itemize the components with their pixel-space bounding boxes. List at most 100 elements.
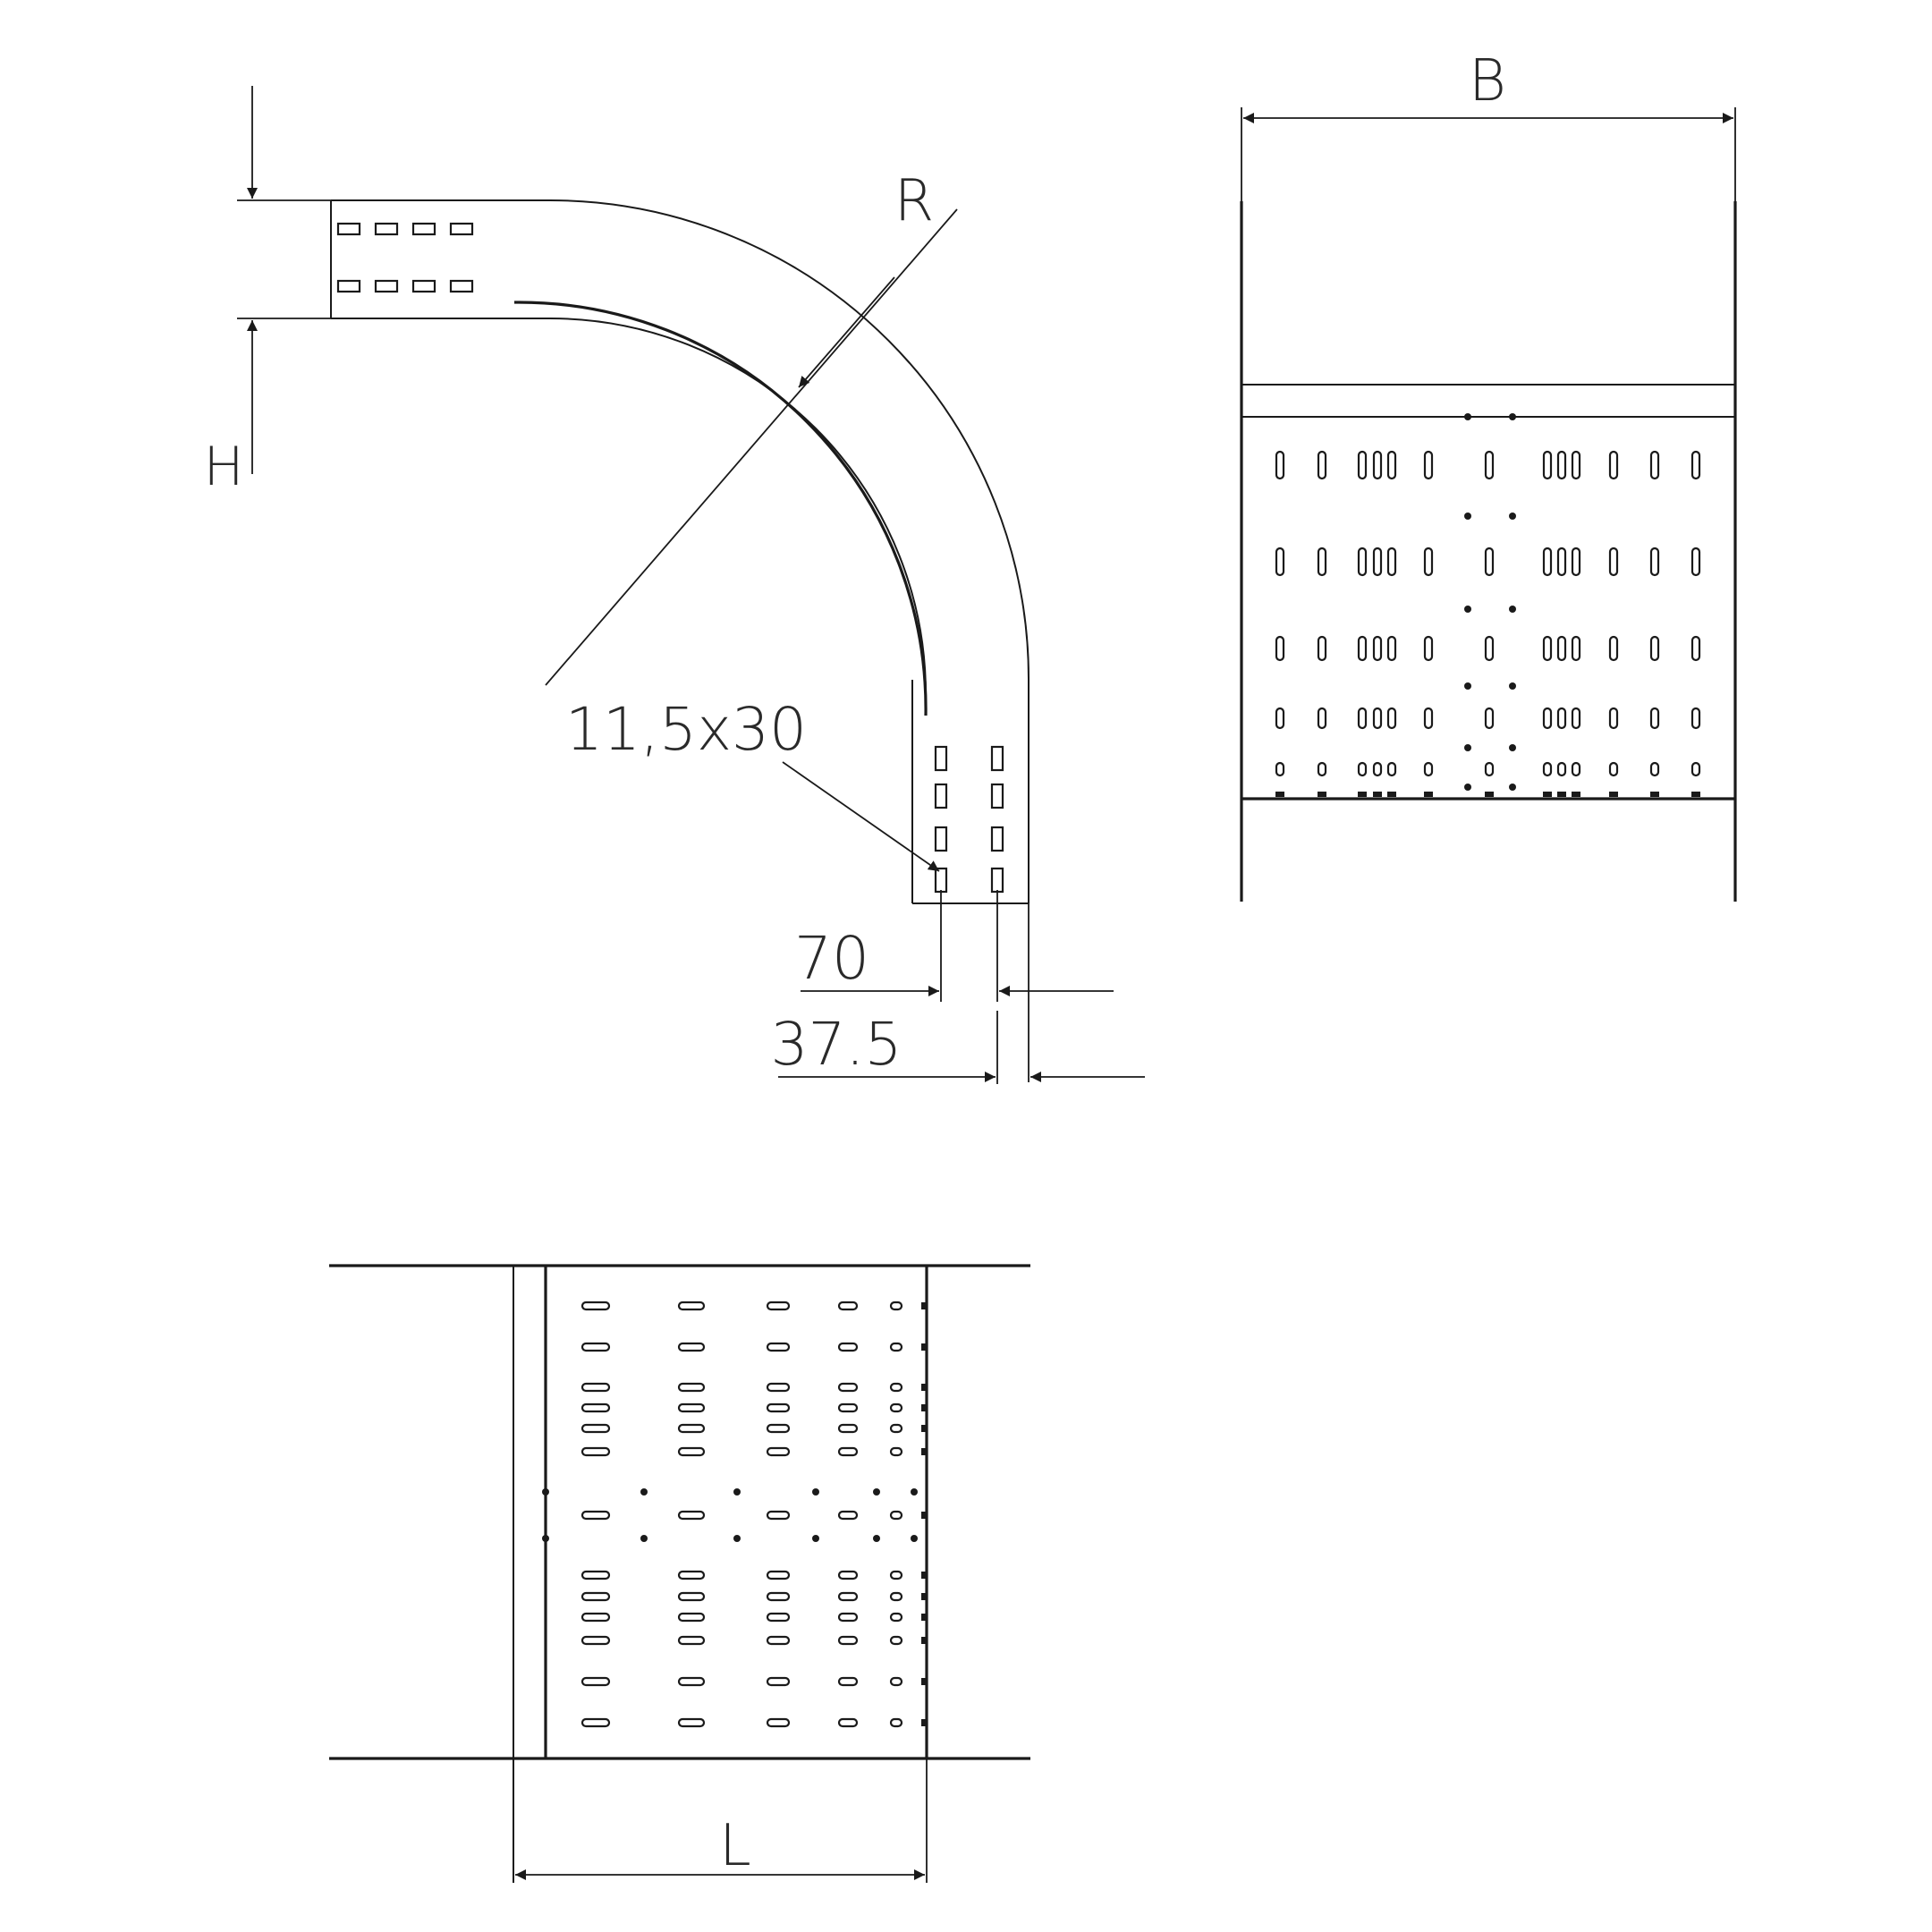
perforation-slot	[1556, 635, 1567, 662]
height-dimension	[237, 86, 331, 474]
perforation-slot	[1542, 547, 1553, 577]
perforation-slot	[1372, 450, 1383, 480]
perforation-slot	[1571, 761, 1581, 777]
perforation-slot	[766, 1676, 791, 1687]
perforation-dot	[733, 1535, 741, 1542]
perforation-slot	[766, 1510, 791, 1521]
perforation-dot	[1509, 682, 1516, 690]
width-label: B	[1469, 48, 1506, 114]
perforation-slot	[580, 1382, 611, 1393]
edge-offset-label: 37.5	[771, 1010, 902, 1079]
perforation-slot	[1608, 635, 1619, 662]
perforation-slot	[1357, 547, 1368, 577]
perforation-slot	[677, 1301, 706, 1311]
perforation-slot	[837, 1423, 859, 1434]
perforation-slot	[1317, 635, 1327, 662]
edge-notch	[1424, 792, 1433, 797]
perforation-slot	[449, 279, 474, 293]
perforation-slot	[1571, 635, 1581, 662]
perforation-dot	[812, 1488, 819, 1496]
perforation-dot	[542, 1488, 549, 1496]
perforation-slot	[889, 1301, 903, 1311]
plan-view: L	[329, 1264, 1030, 1883]
perforation-slot	[1423, 450, 1434, 480]
edge-notch	[921, 1448, 927, 1455]
perforation-slot	[1571, 450, 1581, 480]
perforation-dot	[873, 1535, 880, 1542]
perforation-slot	[889, 1402, 903, 1413]
perforation-slot	[677, 1717, 706, 1728]
perforation-slot	[990, 826, 1004, 852]
edge-notch	[1543, 792, 1552, 797]
perforation-dot	[1464, 682, 1471, 690]
edge-notch	[1557, 792, 1566, 797]
slot-size-leader	[782, 761, 940, 872]
perforation-slot	[766, 1612, 791, 1623]
perforation-slot	[1372, 547, 1383, 577]
perforation-dot	[812, 1535, 819, 1542]
perforation-slot	[677, 1510, 706, 1521]
perforation-slot	[1357, 761, 1368, 777]
perforation-slot	[580, 1591, 611, 1602]
perforation-slot	[766, 1717, 791, 1728]
perforation-slot	[1649, 707, 1660, 730]
perforation-dot	[1509, 744, 1516, 751]
perforation-slot	[837, 1382, 859, 1393]
edge-notch	[921, 1384, 927, 1391]
perforation-slot	[766, 1591, 791, 1602]
perforation-slot	[411, 222, 436, 236]
perforation-slot	[766, 1423, 791, 1434]
perforation-slot	[990, 783, 1004, 809]
edge-notch	[1358, 792, 1367, 797]
perforation-slot	[1357, 635, 1368, 662]
edge-notch	[1691, 792, 1700, 797]
perforation-slot	[766, 1382, 791, 1393]
perforation-slot	[1571, 707, 1581, 730]
length-label: L	[719, 1813, 751, 1879]
edge-notch	[1373, 792, 1382, 797]
perforation-slot	[1649, 761, 1660, 777]
perforation-slot	[1275, 761, 1285, 777]
edge-notch	[1650, 792, 1659, 797]
perforation-dot	[1464, 744, 1471, 751]
perforation-slot	[580, 1446, 611, 1457]
perforation-slot	[580, 1342, 611, 1352]
perforation-slot	[1275, 450, 1285, 480]
perforation-dot	[1509, 784, 1516, 791]
perforation-slot	[411, 279, 436, 293]
perforation-slot	[1542, 761, 1553, 777]
edge-notch	[1387, 792, 1396, 797]
perforation-slot	[837, 1612, 859, 1623]
perforation-slot	[837, 1635, 859, 1646]
perforation-slot	[1608, 761, 1619, 777]
perforation-dot	[1464, 606, 1471, 613]
edge-notch	[1609, 792, 1618, 797]
perforation-slot	[990, 867, 1004, 894]
perforation-dot	[911, 1535, 918, 1542]
perforation-slot	[677, 1570, 706, 1580]
perforation-slot	[837, 1591, 859, 1602]
perforation-slot	[1423, 707, 1434, 730]
perforation-slot	[1317, 547, 1327, 577]
perforation-dot	[640, 1535, 648, 1542]
perforation-dot	[1509, 413, 1516, 420]
perforation-dot	[1509, 513, 1516, 520]
perforation-dot	[873, 1488, 880, 1496]
perforation-slot	[1484, 547, 1495, 577]
perforation-slot	[766, 1570, 791, 1580]
edge-notch	[921, 1719, 927, 1726]
perforation-slot	[1386, 547, 1397, 577]
pitch-label: 70	[794, 924, 869, 993]
width-dimension	[1241, 107, 1736, 201]
perforation-slot	[580, 1570, 611, 1580]
perforation-slot	[766, 1635, 791, 1646]
perforation-slot	[1317, 450, 1327, 480]
perforation-slot	[766, 1446, 791, 1457]
perforation-slot	[580, 1402, 611, 1413]
perforation-slot	[677, 1402, 706, 1413]
perforation-slot	[889, 1382, 903, 1393]
front-view: B	[1240, 48, 1737, 902]
perforation-slot	[1275, 707, 1285, 730]
perforation-slot	[580, 1612, 611, 1623]
